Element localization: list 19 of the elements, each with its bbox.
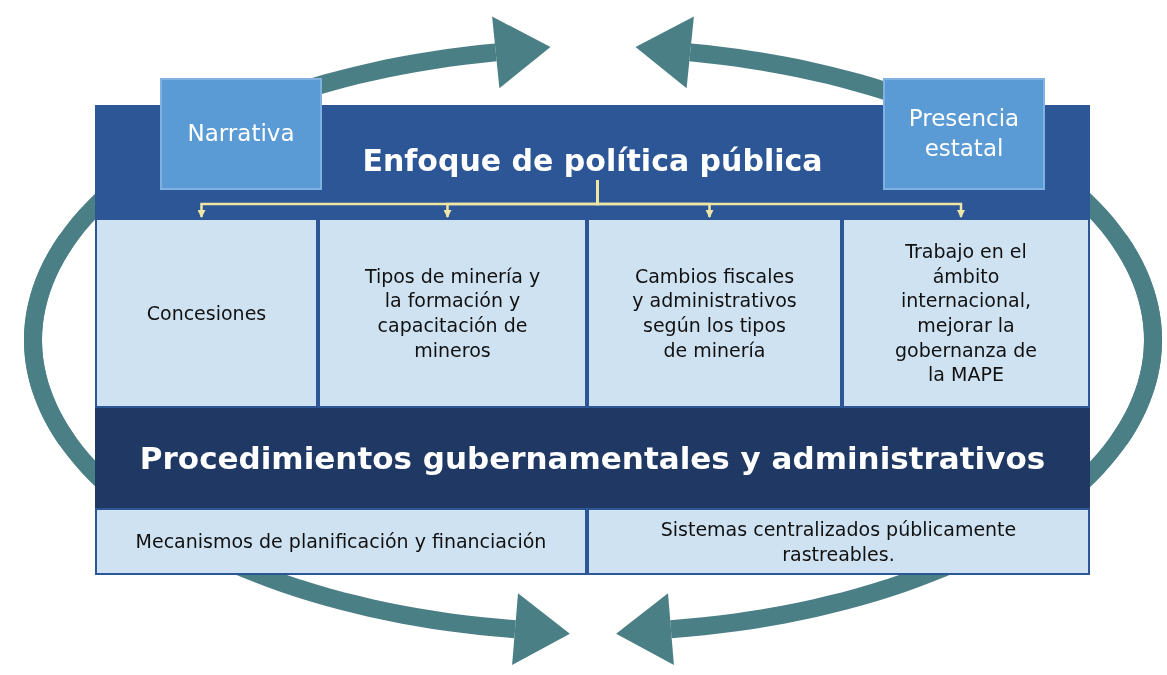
content-box <box>587 508 1090 575</box>
box-text: Tipos de minería y la formación y capacitación de mineros <box>363 263 542 363</box>
label-box <box>160 78 322 190</box>
band-title: Enfoque de política pública <box>362 142 823 180</box>
content-box <box>95 508 587 575</box>
box-text: Cambios fiscales y administrativos según los tipos de minería <box>631 263 798 363</box>
box-text: Mecanismos de planificación y financiación <box>135 529 547 554</box>
box-text: Sistemas centralizados públicamente rastreables. <box>659 516 1018 567</box>
header-band <box>95 408 1090 508</box>
box-label: Presencia estatal <box>907 104 1021 163</box>
box-text: Concesiones <box>146 300 267 326</box>
box-text: Trabajo en el ámbito internacional, mejorar la gobernanza de la MAPE <box>893 238 1038 388</box>
content-box <box>842 218 1090 408</box>
band-title: Procedimientos gubernamentales y administrativos <box>139 438 1046 478</box>
box-label: Narrativa <box>187 119 295 149</box>
content-box <box>587 218 842 408</box>
content-box <box>95 218 318 408</box>
content-box <box>318 218 587 408</box>
label-box <box>883 78 1045 190</box>
